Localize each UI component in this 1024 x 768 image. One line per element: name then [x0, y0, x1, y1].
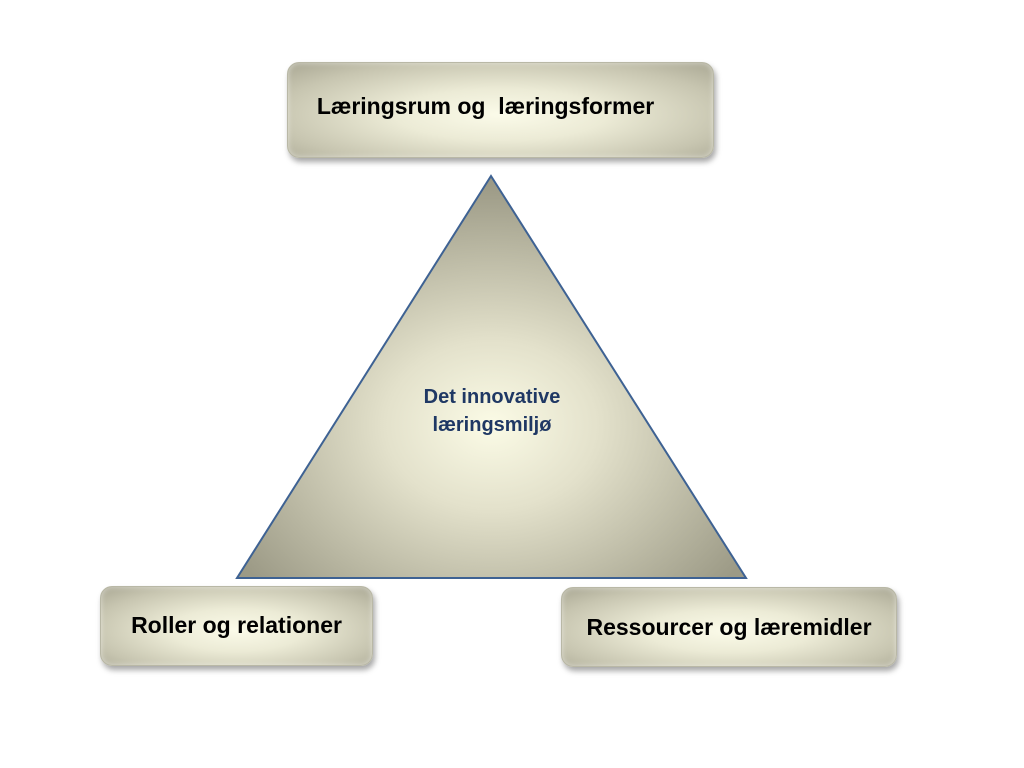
triangle-shape	[235, 174, 748, 579]
node-top-box: Læringsrum og læringsformer	[287, 62, 714, 158]
node-right-box: Ressourcer og læremidler	[561, 587, 897, 667]
center-label-line-2: læringsmiljø	[432, 414, 552, 436]
node-top-label: Læringsrum og læringsformer	[316, 92, 655, 119]
node-left-label: Roller og relationer	[131, 611, 342, 638]
center-label: Det innovative læringsmiljø	[392, 383, 592, 439]
node-right-label: Ressourcer og læremidler	[586, 613, 872, 640]
node-left-box: Roller og relationer	[100, 586, 373, 666]
center-label-line-1: Det innovative	[423, 386, 561, 408]
